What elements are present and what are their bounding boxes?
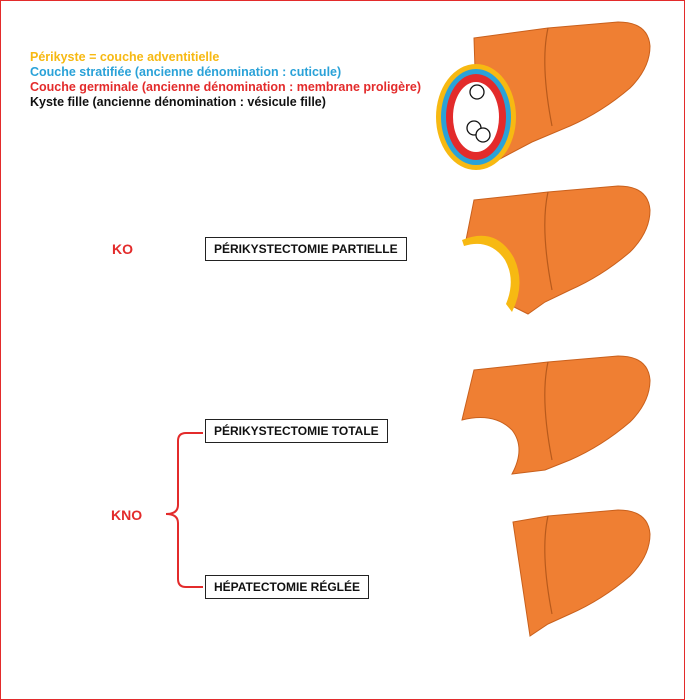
liver-with-cyst (473, 21, 651, 163)
total-pericystectomy-box: PÉRIKYSTECTOMIE TOTALE (205, 419, 388, 443)
ko-label: KO (112, 241, 133, 257)
liver-partial-pericystectomy (462, 185, 651, 315)
legend-germinal-layer: Couche germinale (ancienne dénomination … (30, 80, 422, 94)
legend-daughter-cyst: Kyste fille (ancienne dénomination : vés… (30, 95, 326, 109)
daughter-cyst (469, 84, 485, 100)
residual-pericyst (462, 235, 520, 312)
regulated-hepatectomy-box: HÉPATECTOMIE RÉGLÉE (205, 575, 370, 599)
legend-laminated-layer: Couche stratifiée (ancienne dénomination… (30, 65, 342, 79)
kno-brace (165, 432, 203, 588)
liver-regulated-hepatectomy (512, 509, 651, 637)
legend: Périkyste = couche adventitielle Couche … (30, 50, 421, 110)
partial-pericystectomy-box: PÉRIKYSTECTOMIE PARTIELLE (205, 237, 407, 261)
daughter-cyst (475, 127, 491, 143)
hydatid-cyst (436, 64, 516, 170)
kno-label: KNO (111, 507, 143, 523)
liver-total-pericystectomy (461, 355, 651, 475)
legend-pericyst: Périkyste = couche adventitielle (30, 50, 220, 64)
